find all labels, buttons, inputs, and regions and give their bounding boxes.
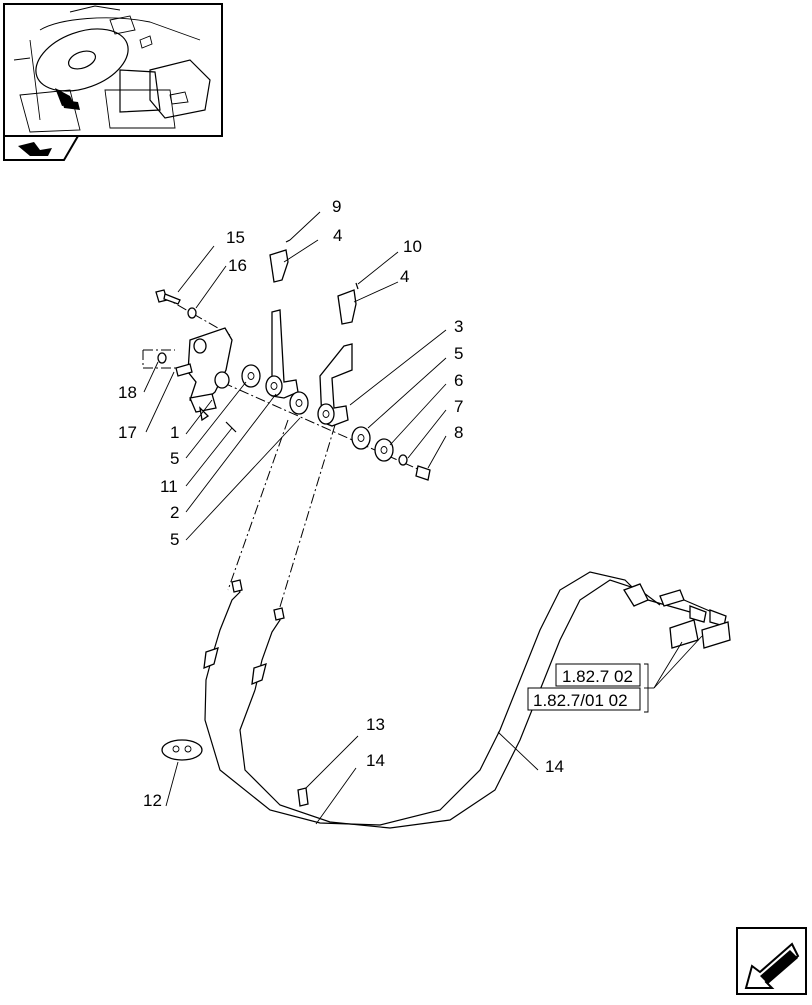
washer-6 xyxy=(374,438,394,462)
reference-bracket xyxy=(644,663,649,713)
cable-ends xyxy=(623,583,731,649)
assembly-axis xyxy=(275,424,336,621)
knob-4 xyxy=(269,249,289,283)
washer-7 xyxy=(398,454,408,466)
bolt-8 xyxy=(415,465,431,481)
callout-15: 15 xyxy=(226,228,245,247)
callout-12: 12 xyxy=(143,791,162,810)
lever-3 xyxy=(317,343,353,427)
callout-13: 13 xyxy=(366,715,385,734)
assembly-axis xyxy=(189,367,421,471)
reference-link-2[interactable]: 1.82.7/01 02 xyxy=(527,687,641,711)
next-page-arrow-icon[interactable] xyxy=(736,927,807,995)
cable-14-left xyxy=(203,571,641,826)
assembly-axis xyxy=(227,419,289,591)
callout-4: 4 xyxy=(400,267,409,286)
callout-7: 7 xyxy=(454,397,463,416)
knob-4 xyxy=(337,289,357,325)
leader-lines xyxy=(143,211,703,825)
callout-5: 5 xyxy=(170,449,179,468)
callout-14: 14 xyxy=(366,751,385,770)
callout-3: 3 xyxy=(454,317,463,336)
bracket-1 xyxy=(187,327,233,422)
callout-5: 5 xyxy=(170,530,179,549)
reference-label: 1.82.7 02 xyxy=(562,667,633,686)
bolt-15 xyxy=(155,289,181,305)
pin-11 xyxy=(225,421,237,433)
washer-5 xyxy=(241,364,261,388)
callout-5: 5 xyxy=(454,344,463,363)
cab-thumbnail xyxy=(3,3,223,137)
callout-18: 18 xyxy=(118,383,137,402)
washer-5 xyxy=(351,426,371,450)
lever-2 xyxy=(265,309,299,399)
callout-4: 4 xyxy=(333,226,342,245)
callout-1: 1 xyxy=(170,423,179,442)
bolt-17 xyxy=(175,363,193,377)
washer-18 xyxy=(157,352,167,364)
reference-label: 1.82.7/01 02 xyxy=(533,691,628,710)
callout-16: 16 xyxy=(228,256,247,275)
grommet-12 xyxy=(161,739,203,761)
cable-14-right xyxy=(239,579,661,829)
callout-8: 8 xyxy=(454,423,463,442)
callout-11: 11 xyxy=(160,477,178,496)
callout-10: 10 xyxy=(403,237,422,256)
callout-14: 14 xyxy=(545,757,564,776)
callout-9: 9 xyxy=(332,197,341,216)
washer-5 xyxy=(289,391,309,415)
pin-9 xyxy=(285,239,291,243)
clip-13 xyxy=(297,787,309,807)
section-tab-icon xyxy=(3,135,80,161)
reference-link-1[interactable]: 1.82.7 02 xyxy=(555,663,641,687)
callout-6: 6 xyxy=(454,371,463,390)
callout-2: 2 xyxy=(170,503,179,522)
pin-10 xyxy=(355,282,359,290)
washer-16 xyxy=(187,307,197,319)
callout-17: 17 xyxy=(118,423,137,442)
